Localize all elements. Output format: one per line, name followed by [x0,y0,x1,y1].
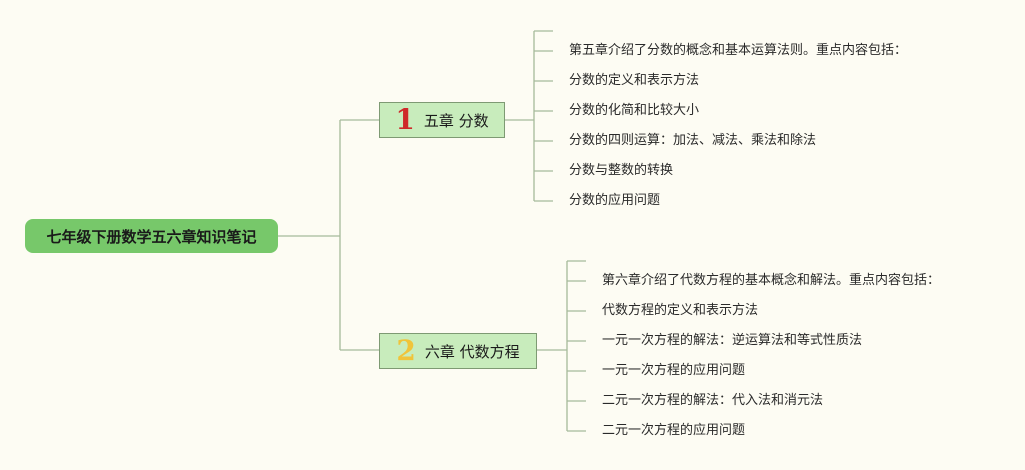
root-connector [278,119,379,351]
branch-title: 六章 代数方程 [424,342,520,361]
branch-1-connector [503,30,553,202]
root-title: 七年级下册数学五六章知识笔记 [46,227,257,246]
leaf-topic[interactable]: 第五章介绍了分数的概念和基本运算法则。重点内容包括： [569,43,908,58]
leaf-topic[interactable]: 一元一次方程的解法：逆运算法和等式性质法 [602,333,863,348]
leaf-topic[interactable]: 分数的定义和表示方法 [569,73,700,88]
branch-chapter-6[interactable]: 2 六章 代数方程 [379,333,537,369]
leaf-topic[interactable]: 分数的应用问题 [569,193,661,208]
leaf-topic[interactable]: 分数的化简和比较大小 [569,103,700,118]
leaf-topic[interactable]: 二元一次方程的应用问题 [602,423,746,438]
branch-2-connector [535,260,586,432]
leaf-topic[interactable]: 分数与整数的转换 [569,163,674,178]
root-topic[interactable]: 七年级下册数学五六章知识笔记 [25,219,278,253]
number-2-icon: 2 [396,334,416,367]
leaf-topic[interactable]: 分数的四则运算：加法、减法、乘法和除法 [569,133,817,148]
leaf-topic[interactable]: 第六章介绍了代数方程的基本概念和解法。重点内容包括： [602,273,941,288]
leaf-topic[interactable]: 一元一次方程的应用问题 [602,363,746,378]
number-1-icon: 1 [395,103,415,136]
leaf-topic[interactable]: 代数方程的定义和表示方法 [602,303,759,318]
branch-chapter-5[interactable]: 1 五章 分数 [379,102,505,138]
branch-title: 五章 分数 [423,111,489,130]
leaf-topic[interactable]: 二元一次方程的解法：代入法和消元法 [602,393,824,408]
